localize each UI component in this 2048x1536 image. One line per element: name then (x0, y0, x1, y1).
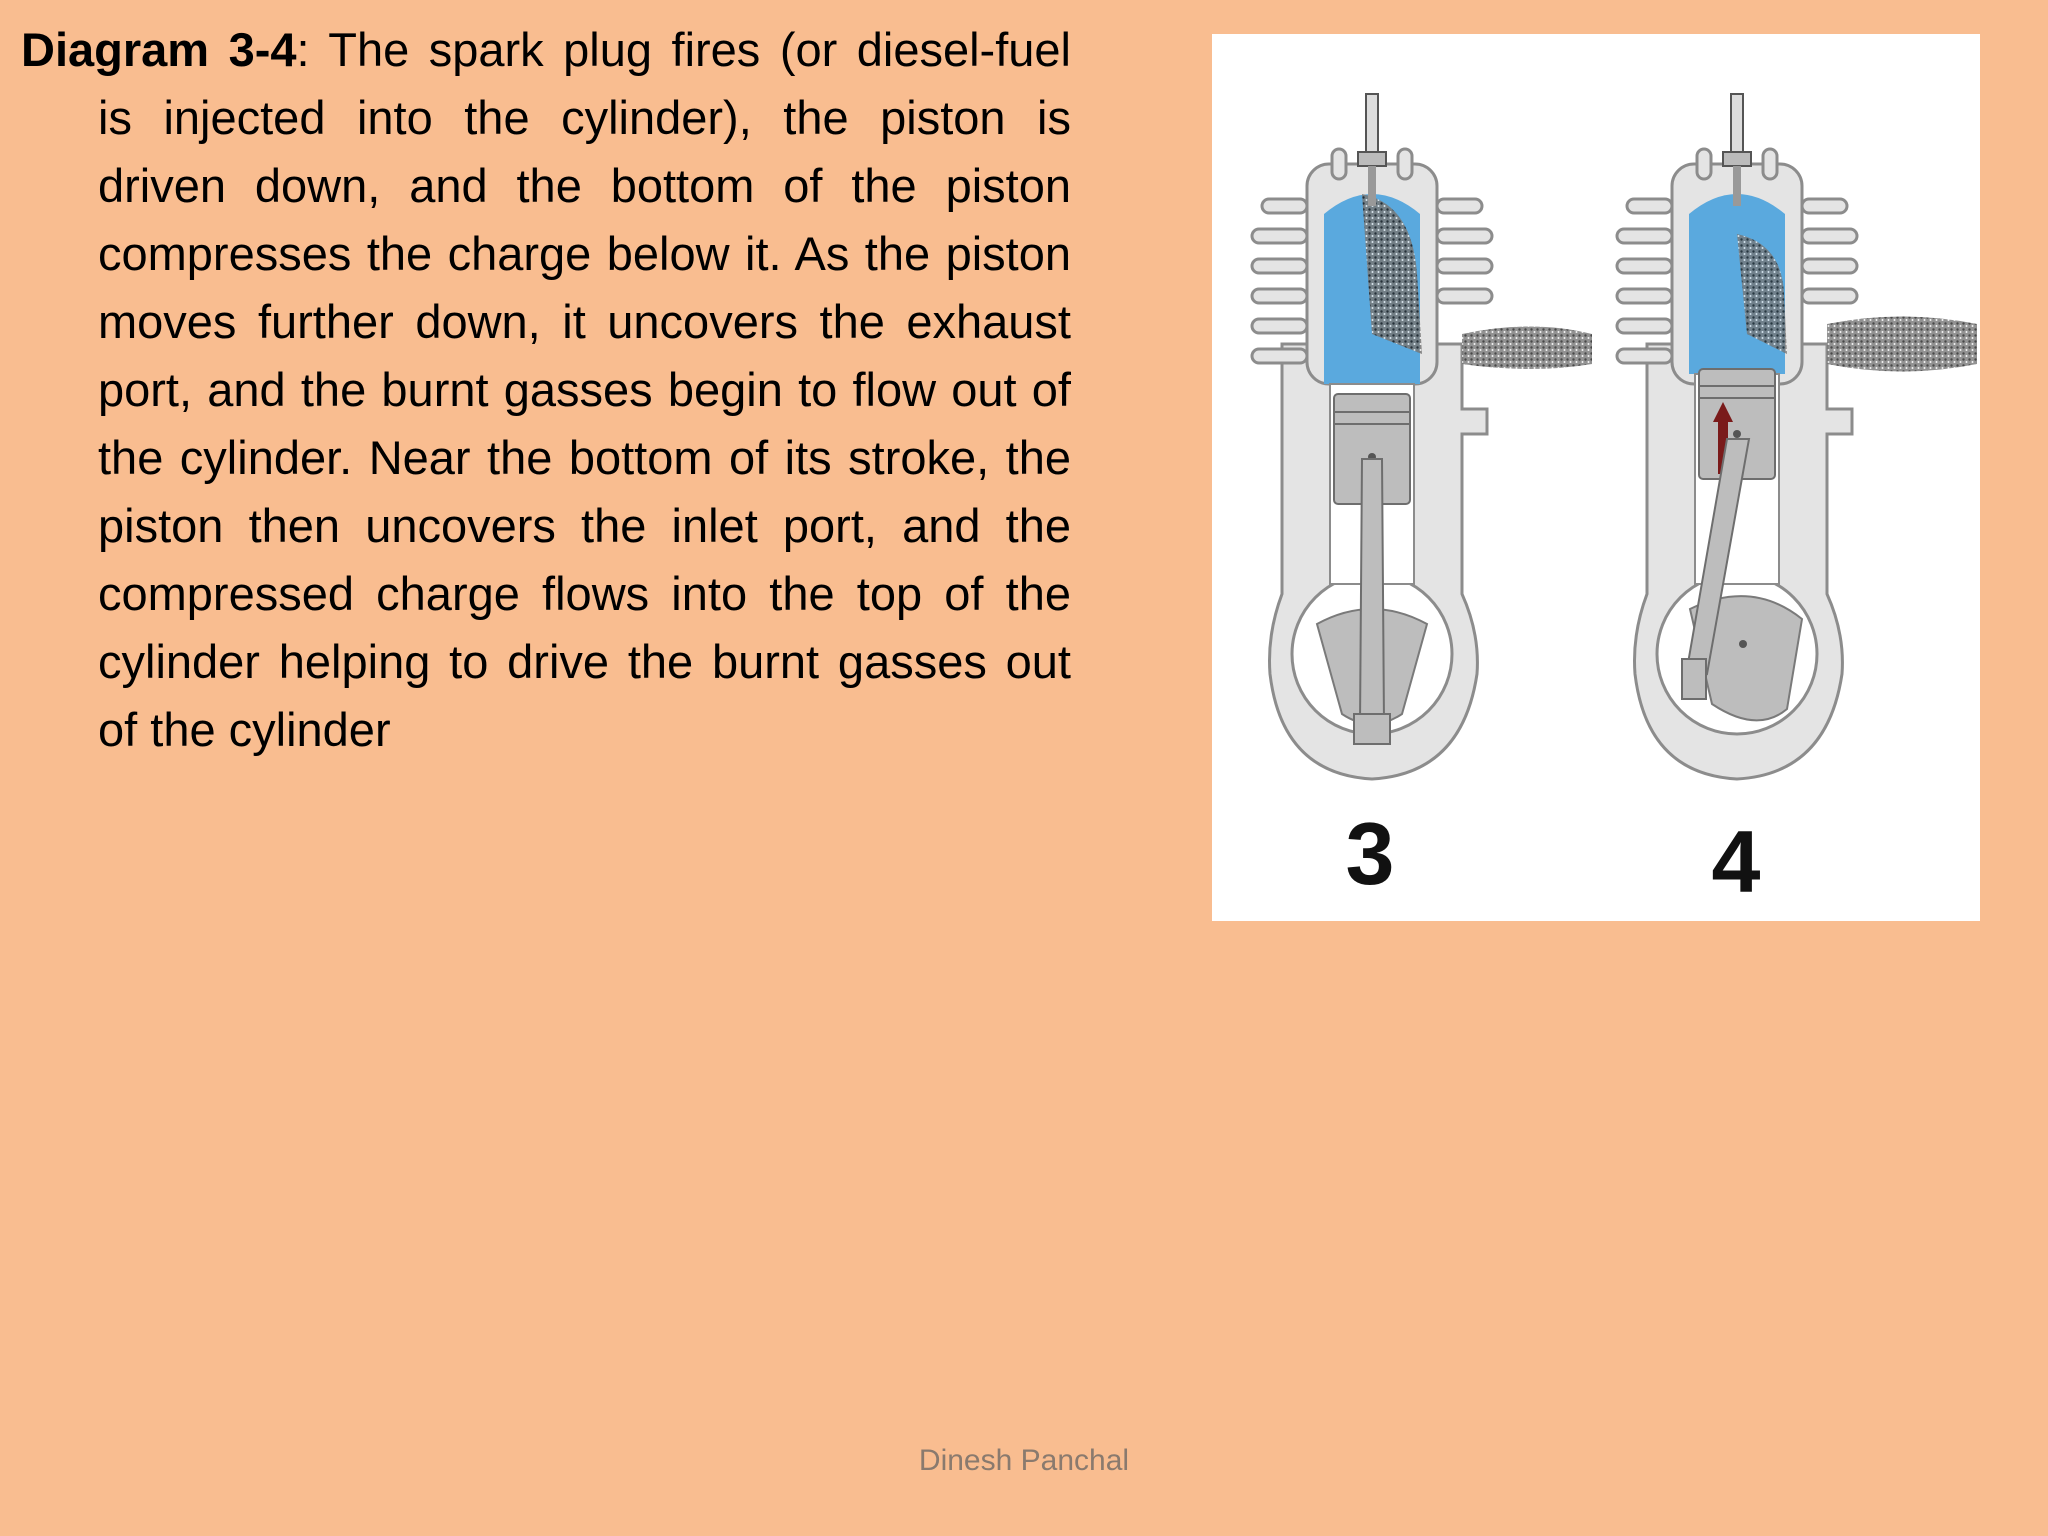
caption-text: : The spark plug fires (or diesel-fuel i… (98, 23, 1071, 756)
spark-plug-4 (1722, 93, 1752, 206)
engine-panel-4: 4 (1615, 93, 1977, 911)
slide-caption: Diagram 3-4: The spark plug fires (or di… (21, 16, 1071, 764)
spark-plug-3 (1357, 93, 1387, 206)
exhaust-plume-4 (1827, 316, 1977, 372)
burnt-gas-4 (1737, 234, 1787, 354)
engine-diagram-figure: 3 (1212, 34, 1980, 921)
burnt-gas-3 (1362, 194, 1422, 354)
panel-number-4: 4 (1712, 812, 1761, 911)
exhaust-plume-3 (1462, 326, 1592, 369)
panel-number-3: 3 (1346, 804, 1395, 903)
upward-arrow-icon (1713, 402, 1733, 474)
engine-diagram-svg: 3 (1250, 93, 1977, 911)
crank-web-4 (1688, 595, 1804, 722)
footer-author: Dinesh Panchal (918, 1444, 1130, 1477)
connecting-rod-3 (1358, 458, 1386, 725)
engine-panel-3: 3 (1250, 93, 1592, 903)
caption-label: Diagram 3-4 (21, 23, 297, 76)
